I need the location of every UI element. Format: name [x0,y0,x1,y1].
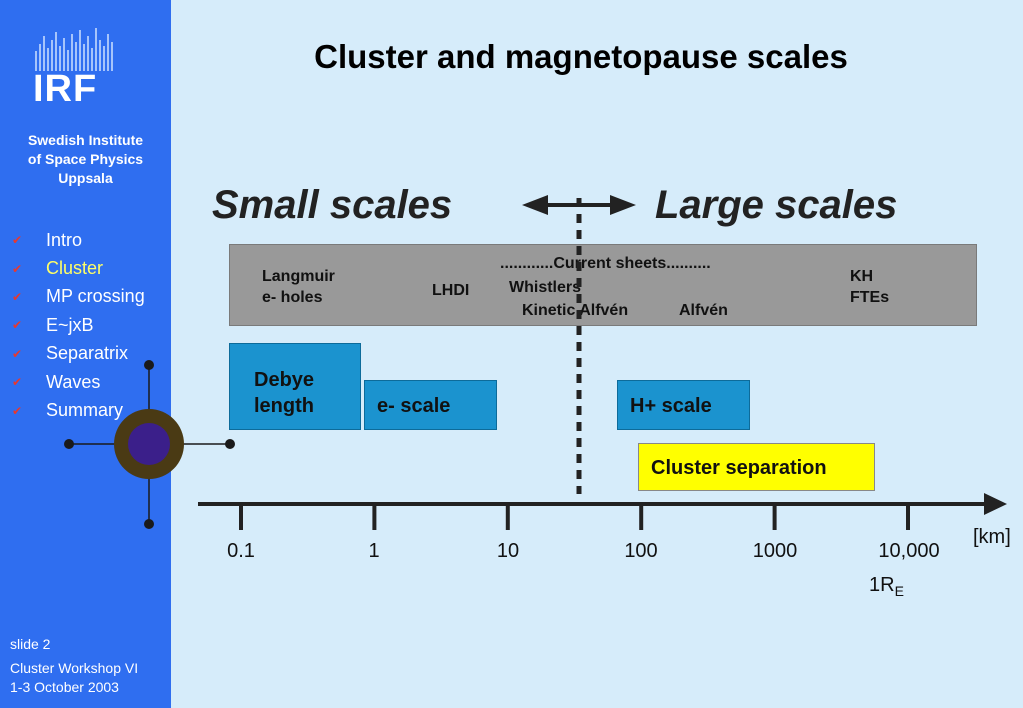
arrow-right-head-icon [610,195,636,215]
tick-label-0-1: 0.1 [227,540,255,562]
axis-unit-label: [km] [973,526,1011,548]
label-whistlers: Whistlers [509,279,582,296]
label-current-sheets: ............Current sheets.......... [500,255,711,272]
tick-label-1000: 1000 [752,540,798,562]
h-scale-label: H+ scale [630,395,712,417]
phenomena-band [229,244,977,326]
nav-item-e-jxb[interactable]: ✔ E~jxB [10,311,170,339]
nav-item-cluster[interactable]: ✔ Cluster [10,254,170,282]
nav-item-label: E~jxB [46,314,94,335]
label-ftes: FTEs [850,289,890,306]
nav-item-label: Separatrix [46,343,129,364]
nav-item-label: Cluster [46,258,104,279]
event-date: 1-3 October 2003 [10,679,119,695]
tick-label-10: 10 [496,540,520,562]
axis-ticks [239,506,910,530]
slide-nav: ✔ Intro ✔ Cluster ✔ MP crossing ✔ E~jxB ✔ Sep… [10,226,170,425]
arrow-left-head-icon [522,195,548,215]
debye-label-line1: Debye [254,369,315,391]
checkmark-icon: ✔ [12,318,23,333]
checkmark-icon: ✔ [12,233,23,248]
large-scales-heading: Large scales [655,183,898,227]
checkmark-icon: ✔ [12,346,23,361]
nav-item-label: Waves [46,371,101,392]
label-kh: KH [850,268,874,285]
tick-label-100: 100 [624,540,658,562]
nav-item-label: Intro [46,229,83,250]
debye-label-line2: length [254,395,314,417]
earth-radius-text: 1R [869,574,895,596]
label-kinetic-alfven: Kinetic Alfvén [522,302,629,319]
nav-item-waves[interactable]: ✔ Waves [10,368,170,396]
checkmark-icon: ✔ [12,375,23,390]
small-scales-heading: Small scales [212,183,453,227]
cluster-separation-label: Cluster separation [651,457,827,479]
h-scale-box: H+ scale [617,380,750,430]
cluster-separation-box: Cluster separation [638,443,875,491]
axis-arrow-icon [984,493,1007,515]
nav-item-separatrix[interactable]: ✔ Separatrix [10,340,170,368]
irf-logo-text: IRF [33,68,98,110]
irf-logo-bars-icon [35,28,113,71]
label-alfven: Alfvén [679,302,728,319]
e-scale-label: e- scale [377,395,451,417]
institute-line-3: Uppsala [58,170,113,186]
nav-item-label: MP crossing [46,286,145,307]
nav-item-label: Summary [46,400,124,421]
tick-label-1: 1 [368,540,380,562]
checkmark-icon: ✔ [12,403,23,418]
institute-line-2: of Space Physics [27,151,144,167]
sidebar: IRF Swedish Institute of Space Physics U… [0,0,171,708]
label-e-holes: e- holes [262,289,323,306]
e-scale-box: e- scale [364,380,497,430]
slide-title: Cluster and magnetopause scales [314,38,848,75]
nav-item-summary[interactable]: ✔ Summary [10,396,170,424]
checkmark-icon: ✔ [12,261,23,276]
event-name: Cluster Workshop VI [10,660,139,676]
slide-number: slide 2 [10,636,51,652]
label-langmuir: Langmuir [262,268,335,285]
earth-radius-subscript: E [894,583,904,599]
nav-item-intro[interactable]: ✔ Intro [10,226,170,254]
label-lhdi: LHDI [432,282,470,299]
nav-item-mp-crossing[interactable]: ✔ MP crossing [10,283,170,311]
institute-line-1: Swedish Institute [27,132,144,148]
checkmark-icon: ✔ [12,289,23,304]
earth-radius-label: 1RE [869,574,904,599]
tick-label-10000: 10,000 [878,540,940,562]
debye-length-box: Debye length [229,343,361,430]
